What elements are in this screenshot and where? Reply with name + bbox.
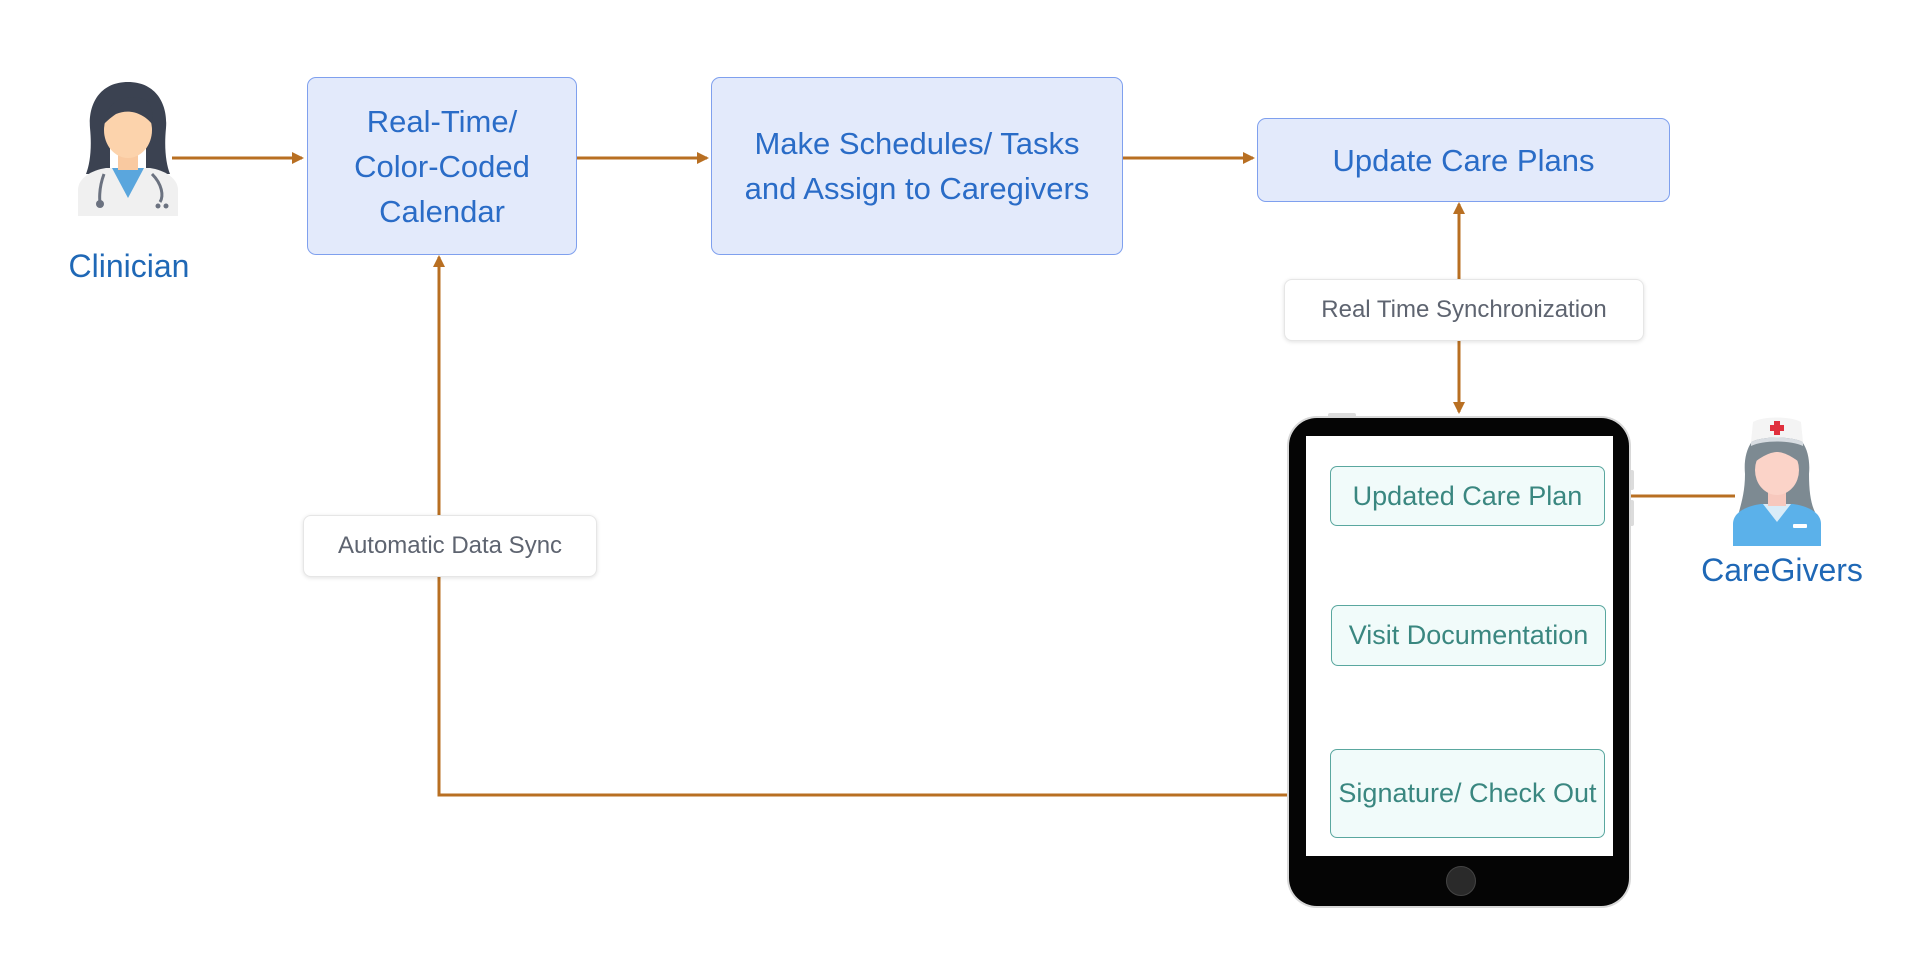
clinician-label: Clinician bbox=[68, 248, 190, 284]
caregivers-label: CareGivers bbox=[1701, 552, 1863, 588]
updated-care-plan-box: Updated Care Plan bbox=[1330, 466, 1605, 526]
schedules-box-label: Make Schedules/ Tasks and Assign to Care… bbox=[744, 126, 1090, 206]
tablet-top-button bbox=[1328, 413, 1356, 418]
nurse-avatar-icon bbox=[1733, 417, 1821, 546]
schedules-box: Make Schedules/ Tasks and Assign to Care… bbox=[711, 77, 1123, 255]
doctor-avatar-icon bbox=[78, 82, 178, 216]
visit-documentation-box: Visit Documentation bbox=[1331, 605, 1606, 666]
calendar-box-label: Real-Time/ Color-Coded Calendar bbox=[354, 103, 530, 229]
tablet-side-button bbox=[1629, 500, 1634, 526]
tablet-home-button bbox=[1446, 866, 1476, 896]
visit-documentation-label: Visit Documentation bbox=[1348, 620, 1589, 650]
calendar-box: Real-Time/ Color-Coded Calendar bbox=[307, 77, 577, 255]
update-care-plans-box: Update Care Plans bbox=[1257, 118, 1670, 202]
tablet-side-button bbox=[1629, 470, 1634, 490]
updated-care-plan-label: Updated Care Plan bbox=[1352, 480, 1583, 511]
update-care-plans-label: Update Care Plans bbox=[1332, 142, 1595, 178]
real-time-sync-label: Real Time Synchronization bbox=[1284, 279, 1644, 341]
automatic-data-sync-label: Automatic Data Sync bbox=[303, 515, 597, 577]
signature-checkout-label: Signature/ Check Out bbox=[1338, 778, 1597, 808]
arrow-signature-back-to-calendar bbox=[433, 255, 1343, 797]
signature-checkout-box: Signature/ Check Out bbox=[1330, 749, 1605, 838]
